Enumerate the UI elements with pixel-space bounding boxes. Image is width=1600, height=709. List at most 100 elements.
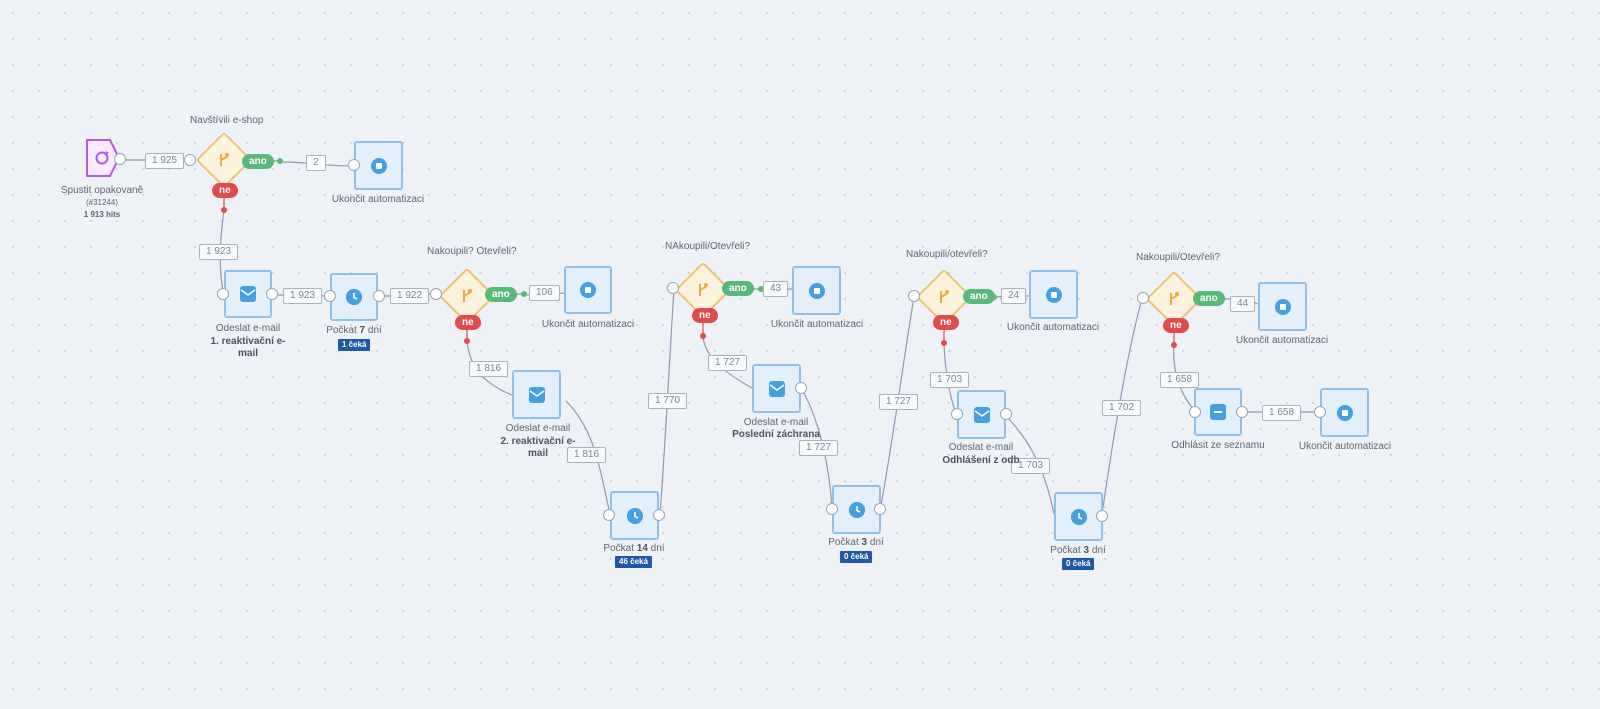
end-label: Ukončit automatizaci	[1298, 441, 1392, 452]
yes-badge[interactable]: ano	[242, 154, 274, 169]
send-email-node[interactable]	[957, 390, 1006, 439]
send-email-node[interactable]	[512, 370, 561, 419]
no-badge[interactable]: ne	[212, 183, 238, 198]
wait-out-port[interactable]	[874, 503, 886, 515]
wait-in-port[interactable]	[603, 509, 615, 521]
send-email-node[interactable]	[224, 270, 272, 318]
unsubscribe-in-port[interactable]	[1189, 406, 1201, 418]
start-label: Spustit opakovaně	[60, 185, 144, 196]
stop-icon	[808, 282, 825, 299]
count-label: 1 923	[199, 244, 239, 260]
stop-icon	[1336, 404, 1353, 421]
end-node[interactable]	[1258, 282, 1307, 331]
count-label: 1 816	[567, 447, 607, 463]
wait-label: Počkat 7 dní	[326, 325, 382, 336]
end-in-port[interactable]	[348, 159, 360, 171]
count-label: 1 922	[390, 288, 430, 304]
repeat-icon	[95, 151, 109, 165]
waiting-badge[interactable]: 46 čeká	[615, 556, 652, 568]
count-label: 1 658	[1262, 405, 1302, 421]
decision-node-1[interactable]	[195, 131, 253, 189]
count-label: 1 658	[1160, 372, 1200, 388]
decision-3-in-port[interactable]	[667, 282, 679, 294]
end-label: Ukončit automatizaci	[770, 319, 864, 330]
unsubscribe-node[interactable]	[1194, 388, 1242, 436]
count-label: 1 703	[1011, 458, 1051, 474]
email-out-port[interactable]	[1000, 408, 1012, 420]
email-in-port[interactable]	[951, 408, 963, 420]
end-in-port[interactable]	[1314, 406, 1326, 418]
branch-icon	[940, 290, 949, 303]
decision-node-4[interactable]	[915, 268, 973, 326]
email-action-label: Odeslat e-mail	[215, 323, 281, 334]
start-sublabel: (#31244)	[85, 198, 119, 207]
end-node[interactable]	[1320, 388, 1369, 437]
yes-badge[interactable]: ano	[1193, 291, 1225, 306]
decision-title-2: Nakoupili? Otevřeli?	[427, 246, 517, 257]
branch-icon	[1170, 292, 1179, 305]
unsubscribe-out-port[interactable]	[1236, 406, 1248, 418]
start-out-port[interactable]	[114, 153, 126, 165]
decision-1-in-port[interactable]	[184, 154, 196, 166]
count-label: 1 727	[799, 440, 839, 456]
decision-2-in-port[interactable]	[430, 288, 442, 300]
no-badge[interactable]: ne	[692, 308, 718, 323]
stop-icon	[370, 157, 387, 174]
no-badge[interactable]: ne	[1163, 318, 1189, 333]
decision-5-in-port[interactable]	[1137, 292, 1149, 304]
clock-icon	[848, 501, 865, 518]
end-node[interactable]	[564, 266, 612, 314]
decision-node-5[interactable]	[1145, 270, 1203, 328]
envelope-icon	[973, 406, 990, 423]
start-trigger-node[interactable]	[86, 139, 120, 177]
waiting-badge[interactable]: 0 čeká	[1062, 558, 1095, 570]
decision-title-4: Nakoupili/otevřeli?	[906, 249, 988, 260]
count-label: 1 727	[879, 394, 919, 410]
send-email-node[interactable]	[752, 364, 801, 413]
end-node[interactable]	[354, 141, 403, 190]
waiting-badge[interactable]: 0 čeká	[840, 551, 873, 563]
decision-title-1: Navštívili e-shop	[190, 115, 264, 126]
wait-node[interactable]	[610, 491, 659, 540]
end-label: Ukončit automatizaci	[1235, 335, 1329, 346]
no-badge[interactable]: ne	[933, 315, 959, 330]
end-label: Ukončit automatizaci	[1006, 322, 1100, 333]
decision-node-3[interactable]	[674, 261, 732, 319]
stop-icon	[580, 282, 596, 298]
wait-out-port[interactable]	[1096, 510, 1108, 522]
branch-icon	[463, 289, 472, 302]
wait-in-port[interactable]	[826, 503, 838, 515]
email-in-port[interactable]	[217, 288, 229, 300]
count-label: 2	[306, 155, 326, 171]
no-badge[interactable]: ne	[455, 315, 481, 330]
clock-icon	[1070, 508, 1087, 525]
count-label: 1 923	[283, 288, 323, 304]
clock-icon	[626, 507, 643, 524]
email-action-label: Odeslat e-mail	[505, 423, 571, 434]
wait-out-port[interactable]	[373, 290, 385, 302]
start-hits: 1 913 hits	[83, 210, 121, 219]
count-label: 1 816	[469, 361, 509, 377]
email-name-label: Poslední záchrana	[732, 429, 820, 440]
decision-node-2[interactable]	[438, 267, 496, 325]
decision-title-5: Nakoupili/Otevřeli?	[1136, 252, 1220, 263]
email-out-port[interactable]	[795, 382, 807, 394]
end-node[interactable]	[1029, 270, 1078, 319]
wait-in-port[interactable]	[324, 290, 336, 302]
wait-out-port[interactable]	[653, 509, 665, 521]
email-action-label: Odeslat e-mail	[948, 442, 1014, 453]
decision-4-in-port[interactable]	[908, 290, 920, 302]
envelope-icon	[528, 386, 545, 403]
yes-badge[interactable]: ano	[722, 281, 754, 296]
wait-node[interactable]	[1054, 492, 1103, 541]
yes-badge[interactable]: ano	[485, 287, 517, 302]
yes-badge[interactable]: ano	[963, 289, 995, 304]
waiting-badge[interactable]: 1 čeká	[338, 339, 371, 351]
email-name-label: mail	[527, 448, 548, 459]
end-node[interactable]	[792, 266, 841, 315]
wait-label: Počkat 3 dní	[1050, 545, 1106, 556]
email-out-port[interactable]	[266, 288, 278, 300]
count-label: 1 727	[708, 355, 748, 371]
wait-node[interactable]	[330, 273, 378, 321]
